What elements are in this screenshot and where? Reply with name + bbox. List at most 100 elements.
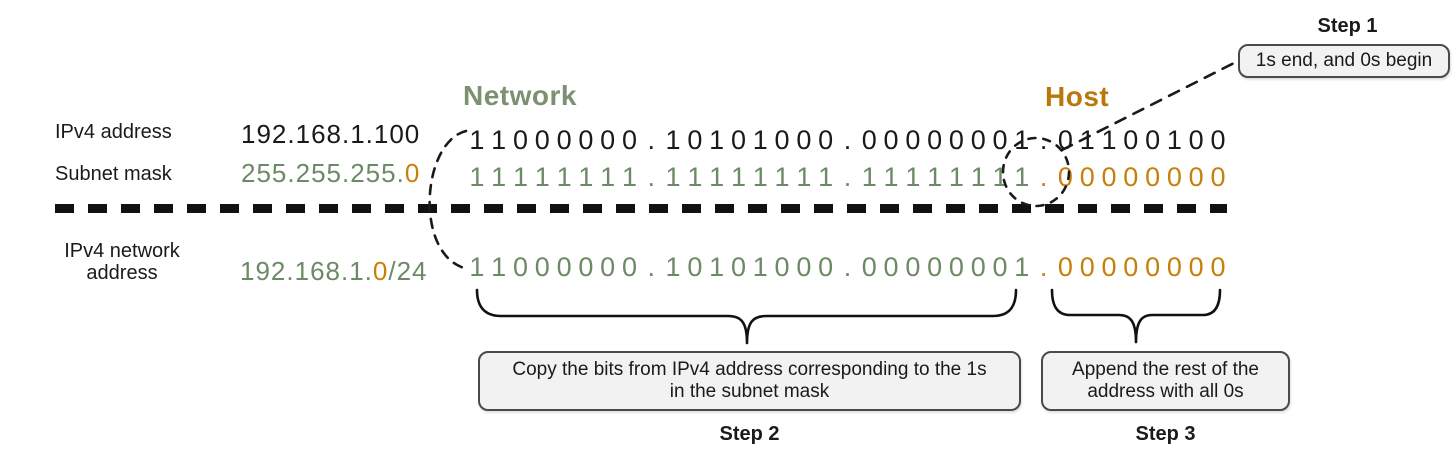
binary-digit: 0 bbox=[534, 125, 550, 155]
ipv4-address-value: 192.168.1.100 bbox=[241, 119, 420, 150]
binary-digit: 1 bbox=[512, 162, 528, 192]
binary-digit: 0 bbox=[818, 252, 834, 282]
binary-digit: 1 bbox=[1101, 125, 1117, 155]
binary-digit: 0 bbox=[927, 252, 943, 282]
binary-digit: 0 bbox=[600, 252, 616, 282]
binary-digit: 1 bbox=[665, 162, 681, 192]
binary-digit: 1 bbox=[818, 162, 834, 192]
binary-digit: 0 bbox=[1057, 125, 1073, 155]
binary-digit: 1 bbox=[948, 162, 964, 192]
value-segment: 0 bbox=[372, 256, 389, 286]
binary-digit: 0 bbox=[1101, 252, 1117, 282]
binary-digit: 1 bbox=[905, 162, 921, 192]
binary-digit: 0 bbox=[512, 125, 528, 155]
binary-digit: 0 bbox=[1188, 162, 1204, 192]
binary-digit: 0 bbox=[1188, 125, 1204, 155]
binary-digit: 1 bbox=[752, 125, 768, 155]
binary-digit: 0 bbox=[1188, 252, 1204, 282]
step2-callout-line1: Copy the bits from IPv4 address correspo… bbox=[512, 359, 987, 380]
binary-digit: 0 bbox=[970, 125, 986, 155]
binary-digit: 0 bbox=[905, 125, 921, 155]
binary-digit: 1 bbox=[621, 162, 637, 192]
binary-digit: 0 bbox=[534, 252, 550, 282]
binary-digit: 0 bbox=[1057, 252, 1073, 282]
subnet-mask-value: 255.255.255.0 bbox=[241, 158, 420, 189]
binary-digit: 0 bbox=[512, 252, 528, 282]
binary-digit: 1 bbox=[752, 252, 768, 282]
step1-callout: 1s end, and 0s begin bbox=[1238, 44, 1450, 78]
binary-digit: 0 bbox=[1210, 252, 1226, 282]
binary-digit: 0 bbox=[992, 125, 1008, 155]
binary-digit: 1 bbox=[687, 162, 703, 192]
binary-digit: 0 bbox=[1057, 162, 1073, 192]
binary-digit: 1 bbox=[665, 125, 681, 155]
binary-digit: 1 bbox=[861, 162, 877, 192]
dashed-divider bbox=[55, 204, 1227, 213]
copy-bits-curve bbox=[428, 129, 468, 270]
binary-digit: 0 bbox=[1145, 125, 1161, 155]
binary-digit: 0 bbox=[1123, 252, 1139, 282]
binary-digit: 0 bbox=[1123, 162, 1139, 192]
binary-digit: 1 bbox=[1014, 125, 1030, 155]
binary-digit: 0 bbox=[1145, 162, 1161, 192]
step2-callout-line2: in the subnet mask bbox=[669, 381, 830, 402]
binary-digit: 0 bbox=[687, 252, 703, 282]
ipv4-address-label: IPv4 address bbox=[55, 121, 172, 143]
binary-digit: 0 bbox=[883, 252, 899, 282]
binary-digit: . bbox=[1039, 162, 1048, 192]
binary-digit: 0 bbox=[730, 252, 746, 282]
binary-digit: 1 bbox=[578, 162, 594, 192]
binary-digit: 0 bbox=[1166, 162, 1182, 192]
binary-digit: 1 bbox=[796, 162, 812, 192]
binary-digit: 1 bbox=[927, 162, 943, 192]
binary-digit: 0 bbox=[927, 125, 943, 155]
host-bits-brace bbox=[1050, 288, 1222, 344]
binary-digit: 1 bbox=[709, 162, 725, 192]
binary-digit: 0 bbox=[1079, 252, 1095, 282]
binary-digit: 0 bbox=[861, 125, 877, 155]
step3-label: Step 3 bbox=[1135, 423, 1196, 445]
value-segment: 0 bbox=[404, 158, 421, 188]
binary-digit: 0 bbox=[796, 125, 812, 155]
binary-digit: 0 bbox=[556, 252, 572, 282]
binary-digit: 1 bbox=[1014, 162, 1030, 192]
binary-digit: 1 bbox=[709, 125, 725, 155]
host-section-header: Host bbox=[1045, 81, 1110, 112]
binary-digit: 1 bbox=[774, 162, 790, 192]
value-segment: 255.255.255. bbox=[241, 158, 405, 188]
binary-digit: . bbox=[1039, 252, 1048, 282]
binary-digit: 0 bbox=[687, 125, 703, 155]
binary-digit: 0 bbox=[1101, 162, 1117, 192]
binary-digit: 1 bbox=[752, 162, 768, 192]
binary-digit: 1 bbox=[469, 125, 485, 155]
binary-digit: 0 bbox=[1210, 162, 1226, 192]
ipv4-network-address-label: IPv4 network address bbox=[64, 240, 180, 284]
binary-digit: 1 bbox=[1079, 125, 1095, 155]
binary-digit: 0 bbox=[621, 252, 637, 282]
step1-callout-text: 1s end, and 0s begin bbox=[1255, 50, 1433, 71]
binary-digit: 1 bbox=[665, 252, 681, 282]
binary-digit: 0 bbox=[970, 252, 986, 282]
value-segment: 192.168.1.100 bbox=[241, 119, 421, 149]
binary-digit: 0 bbox=[621, 125, 637, 155]
step3-callout: Append the rest of the address with all … bbox=[1041, 351, 1290, 411]
binary-digit: 0 bbox=[600, 125, 616, 155]
step1-label: Step 1 bbox=[1317, 15, 1378, 37]
binary-digit: 1 bbox=[970, 162, 986, 192]
ipv4-network-address-value: 192.168.1.0/24 bbox=[240, 256, 428, 287]
binary-digit: . bbox=[647, 252, 656, 282]
binary-digit: 1 bbox=[992, 162, 1008, 192]
binary-digit: . bbox=[843, 162, 852, 192]
step3-callout-line2: address with all 0s bbox=[1087, 381, 1244, 402]
binary-digit: 0 bbox=[774, 252, 790, 282]
subnet-mask-label: Subnet mask bbox=[55, 163, 172, 185]
binary-digit: 1 bbox=[491, 162, 507, 192]
binary-digit: 0 bbox=[1123, 125, 1139, 155]
binary-digit: 0 bbox=[818, 125, 834, 155]
binary-digit: . bbox=[647, 125, 656, 155]
binary-digit: . bbox=[843, 125, 852, 155]
binary-digit: 0 bbox=[1210, 125, 1226, 155]
binary-digit: 0 bbox=[578, 252, 594, 282]
